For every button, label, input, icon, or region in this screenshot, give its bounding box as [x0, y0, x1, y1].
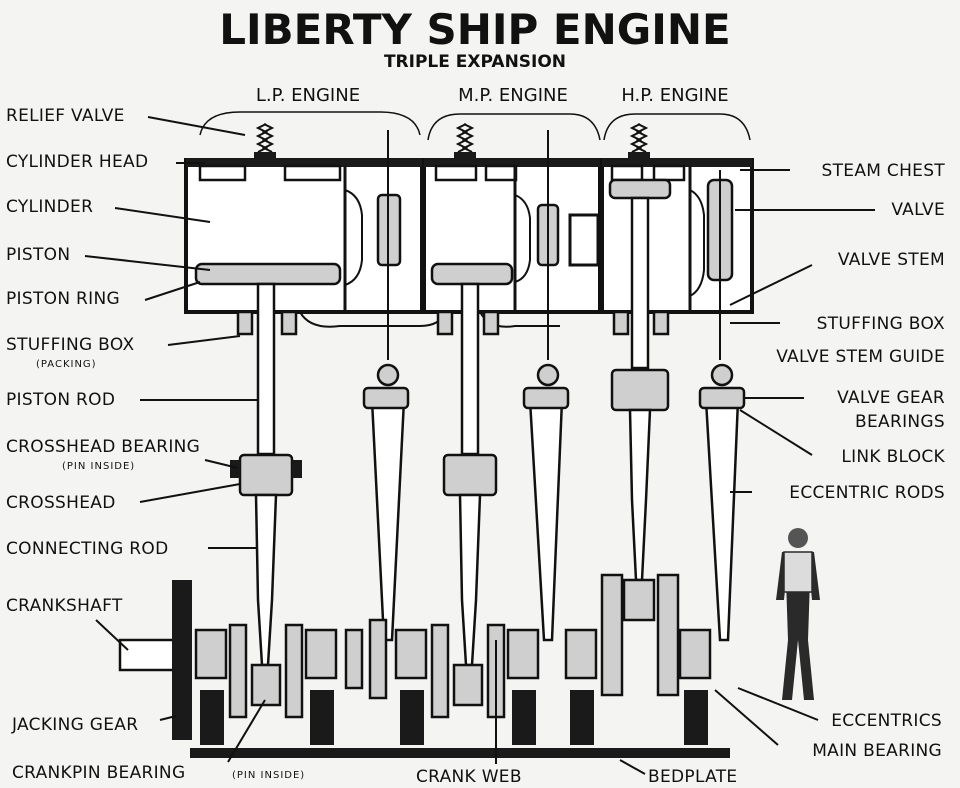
label-valve-gear-bearings-1: VALVE GEAR — [837, 388, 945, 408]
label-main-bearing: MAIN BEARING — [812, 741, 942, 761]
label-valve: VALVE — [891, 200, 945, 220]
label-piston-ring: PISTON RING — [6, 289, 120, 309]
engine-bracket-lp — [199, 111, 421, 136]
label-valve-gear-bearings-2: BEARINGS — [855, 412, 945, 432]
valves — [376, 130, 734, 360]
right-labels: STEAM CHEST VALVE VALVE STEM STUFFING BO… — [619, 161, 946, 787]
label-valve-stem: VALVE STEM — [838, 250, 945, 270]
left-labels: RELIEF VALVE CYLINDER HEAD CYLINDER PIST… — [6, 106, 305, 783]
label-eccentric-rods: ECCENTRIC RODS — [789, 483, 945, 503]
label-crosshead-bearing-note: (PIN INSIDE) — [62, 461, 135, 472]
piston-rods — [256, 196, 650, 456]
label-crankpin-bearing-note: (PIN INSIDE) — [232, 770, 305, 781]
eccentric-rods — [362, 363, 746, 642]
jacking-gear — [172, 580, 192, 740]
label-valve-stem-guide: VALVE STEM GUIDE — [776, 347, 945, 367]
label-crankpin-bearing: CRANKPIN BEARING — [12, 763, 185, 783]
pistons — [194, 178, 672, 286]
crossheads — [230, 368, 670, 497]
label-crank-web: CRANK WEB — [416, 767, 522, 787]
label-stuffing-box: STUFFING BOX — [6, 335, 134, 355]
label-bedplate: BEDPLATE — [648, 767, 737, 787]
diagram-title: LIBERTY SHIP ENGINE — [219, 5, 730, 54]
label-cylinder-head: CYLINDER HEAD — [6, 152, 148, 172]
crankshaft-assembly — [118, 573, 730, 758]
connecting-rods — [254, 408, 652, 667]
label-relief-valve: RELIEF VALVE — [6, 106, 125, 126]
engine-label-lp: L.P. ENGINE — [256, 85, 360, 106]
label-stuffing-box-right: STUFFING BOX — [817, 314, 945, 334]
engine-label-mp: M.P. ENGINE — [458, 85, 568, 106]
relief-valves — [254, 123, 650, 160]
label-piston: PISTON — [6, 245, 70, 265]
label-steam-chest: STEAM CHEST — [822, 161, 946, 181]
label-cylinder: CYLINDER — [6, 197, 93, 217]
label-eccentrics: ECCENTRICS — [831, 711, 942, 731]
bedplate — [190, 748, 730, 758]
engine-label-hp: H.P. ENGINE — [621, 85, 728, 106]
label-jacking-gear: JACKING GEAR — [11, 715, 138, 735]
label-link-block: LINK BLOCK — [841, 447, 945, 467]
engine-bracket-hp — [603, 113, 751, 141]
label-crosshead: CROSSHEAD — [6, 493, 116, 513]
cylinder-block — [184, 158, 754, 336]
label-crankshaft: CRANKSHAFT — [6, 596, 123, 616]
diagram-subtitle: TRIPLE EXPANSION — [384, 52, 566, 72]
engine-bracket-mp — [427, 113, 601, 141]
label-connecting-rod: CONNECTING ROD — [6, 539, 168, 559]
man-figure — [776, 528, 820, 700]
label-crosshead-bearing: CROSSHEAD BEARING — [6, 437, 200, 457]
label-stuffing-box-note: (PACKING) — [36, 359, 97, 370]
label-piston-rod: PISTON ROD — [6, 390, 115, 410]
